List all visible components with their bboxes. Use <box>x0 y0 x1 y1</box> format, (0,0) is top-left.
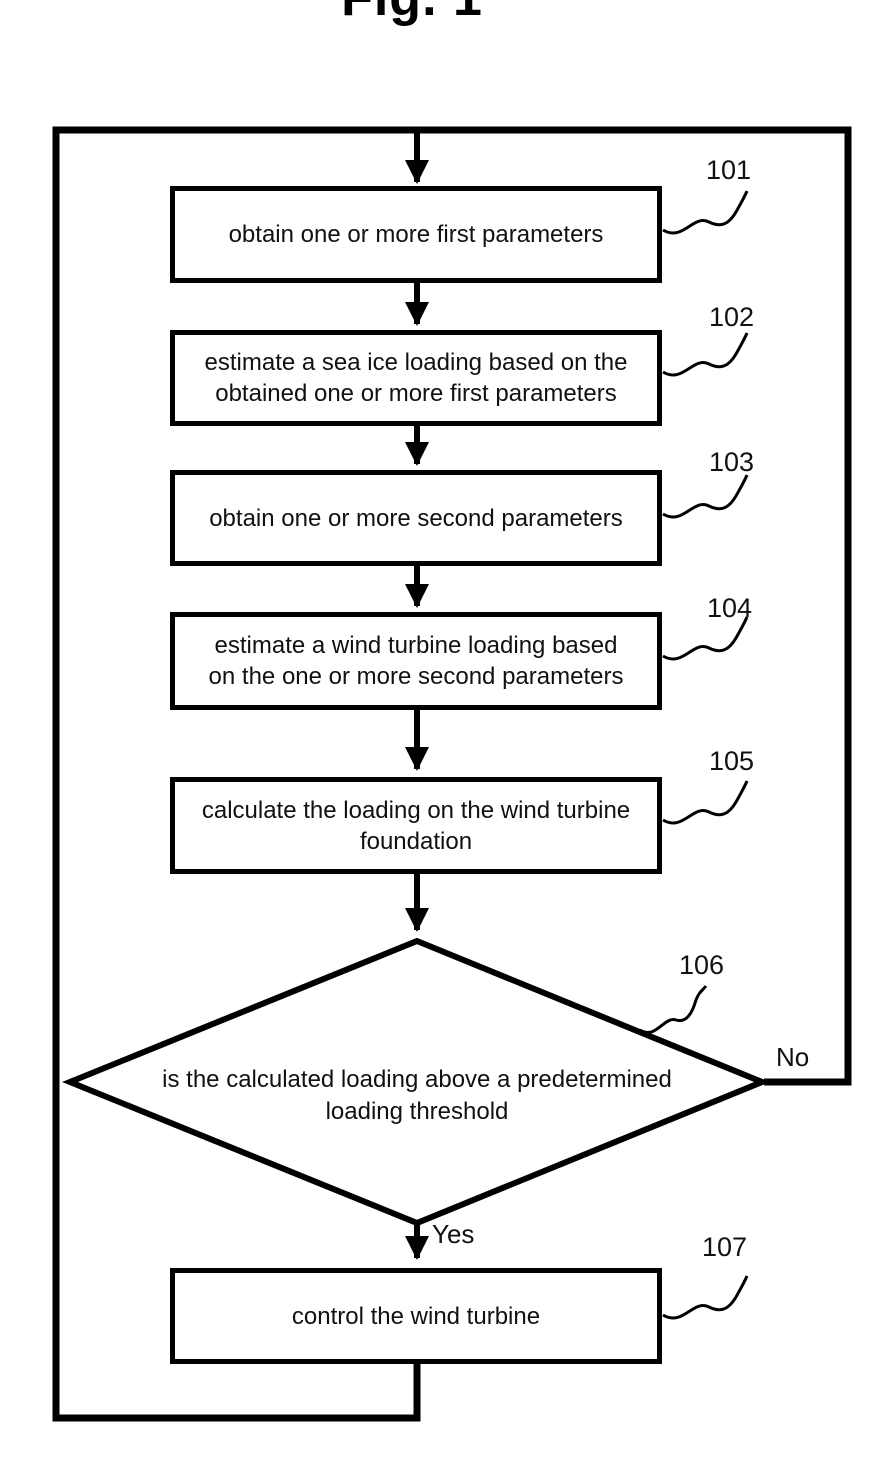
leader-squiggle-107 <box>662 1275 749 1320</box>
step-text-103: obtain one or more second parameters <box>175 503 657 534</box>
branch-label-no: No <box>776 1042 810 1072</box>
step-box-107: control the wind turbine <box>170 1268 662 1364</box>
step-text-line: obtain one or more first parameters <box>228 221 604 248</box>
step-box-103: obtain one or more second parameters <box>170 470 662 566</box>
step-text-line: on the one or more second parameters <box>208 663 624 690</box>
ref-label-106: 106 <box>679 950 725 980</box>
step-text-line: calculate the loading on the wind turbin… <box>201 796 631 824</box>
ref-label-107: 107 <box>702 1232 748 1262</box>
leader-squiggle-101 <box>662 190 749 235</box>
leader-squiggle-106 <box>639 985 708 1034</box>
leader-squiggle-104 <box>662 616 749 661</box>
leader-squiggle-102 <box>662 332 749 377</box>
step-text-line: obtained one or more first parameters <box>215 380 617 407</box>
step-text-line: obtain one or more second parameters <box>209 504 623 532</box>
ref-label-104: 104 <box>707 593 753 623</box>
leader-squiggle-103 <box>662 474 749 519</box>
step-text-104: estimate a wind turbine loading based on… <box>175 630 657 692</box>
step-box-105: calculate the loading on the wind turbin… <box>170 777 662 874</box>
step-text-102: estimate a sea ice loading based on the … <box>175 347 657 409</box>
ref-label-102: 102 <box>709 302 755 332</box>
step-text-107: control the wind turbine <box>175 1301 657 1332</box>
step-text-line: estimate a wind turbine loading based <box>214 632 618 659</box>
step-text-105: calculate the loading on the wind turbin… <box>175 795 657 857</box>
ref-label-103: 103 <box>709 447 755 477</box>
decision-text-106: is the calculated loading above a predet… <box>97 1064 737 1128</box>
loop-line <box>52 126 852 1422</box>
decision-diamond-shape <box>62 937 770 1227</box>
branch-label-yes: Yes <box>432 1219 475 1249</box>
ref-label-101: 101 <box>706 155 752 185</box>
step-text-101: obtain one or more first parameters <box>175 219 657 250</box>
step-box-101: obtain one or more first parameters <box>170 186 662 283</box>
step-box-102: estimate a sea ice loading based on the … <box>170 330 662 426</box>
figure-title: Fig. 1 <box>0 0 824 24</box>
step-text-line: control the wind turbine <box>291 1302 541 1330</box>
decision-text-line: is the calculated loading above a predet… <box>162 1066 672 1093</box>
leader-squiggle-105 <box>662 780 749 825</box>
ref-label-105: 105 <box>709 746 755 776</box>
step-text-line: estimate a sea ice loading based on the <box>204 349 628 376</box>
decision-text-line: loading threshold <box>325 1098 509 1125</box>
step-box-104: estimate a wind turbine loading based on… <box>170 612 662 710</box>
step-text-line: foundation <box>359 827 473 855</box>
